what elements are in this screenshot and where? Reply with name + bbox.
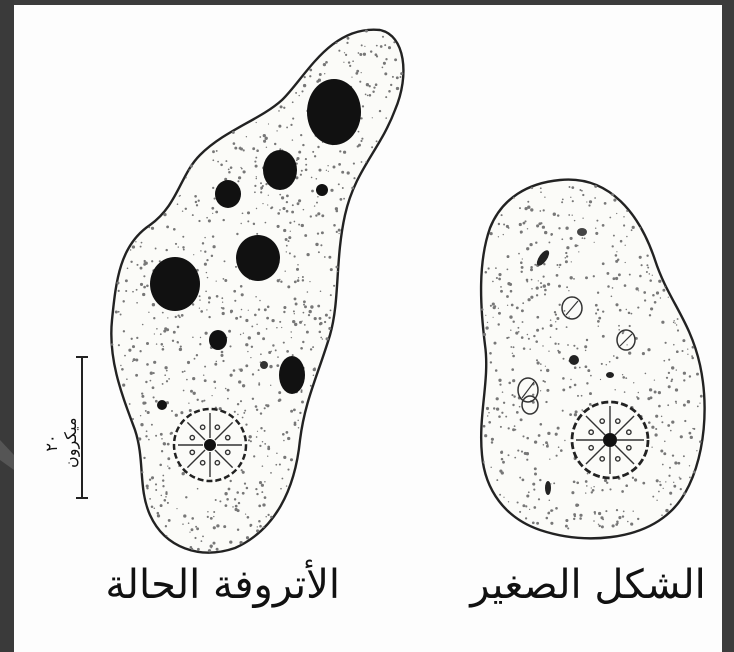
- food-vacuole: [215, 180, 241, 208]
- small-cell-caption: الشكل الصغير: [468, 562, 708, 608]
- dark-inclusion: [577, 228, 587, 236]
- small-cell: [481, 180, 705, 539]
- dark-inclusion: [569, 355, 579, 365]
- corner-shade: [0, 440, 14, 470]
- large-cell: [111, 29, 404, 552]
- food-vacuole: [157, 400, 167, 410]
- food-vacuole: [236, 235, 280, 281]
- food-vacuole: [260, 361, 268, 369]
- dark-inclusion: [606, 372, 614, 378]
- food-vacuole: [150, 257, 200, 311]
- food-vacuole: [316, 184, 328, 196]
- food-vacuole: [209, 330, 227, 350]
- large-cell-nucleus: [174, 409, 246, 481]
- small-cell-outline: [481, 180, 705, 539]
- scale-label: ٢٠ ميكرون: [42, 418, 68, 468]
- food-vacuole: [307, 79, 361, 145]
- small-cell-nucleus: [572, 402, 648, 478]
- dark-inclusion: [545, 481, 551, 495]
- food-vacuole: [279, 356, 305, 394]
- large-cell-caption: الأتروفة الحالة: [110, 562, 340, 608]
- food-vacuole: [263, 150, 297, 190]
